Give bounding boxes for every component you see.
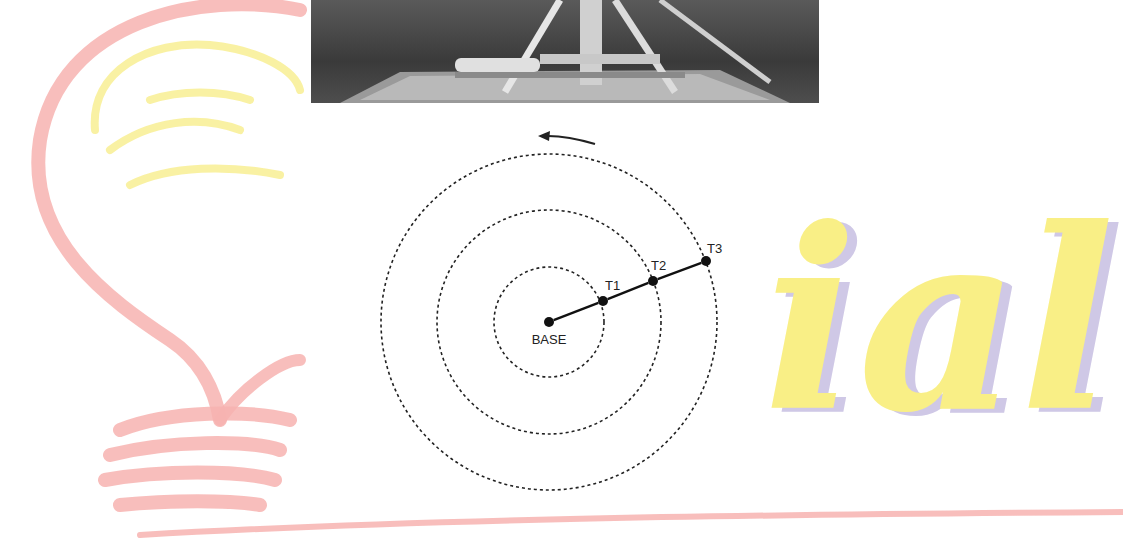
tower-dot: T1 [598, 296, 608, 306]
tower-label: T1 [605, 278, 620, 293]
tower-dot: T2 [648, 276, 658, 286]
rotation-arrow [538, 131, 595, 144]
pivot-span [554, 303, 599, 320]
watermark-text: ial [763, 195, 1115, 445]
tower-dot: BASE [544, 317, 554, 327]
tower-label: BASE [532, 332, 567, 347]
pivot-photo [311, 0, 819, 103]
path-circles [381, 154, 717, 490]
tower-dot: T3 [701, 256, 711, 266]
tower-label: T2 [651, 258, 666, 273]
tower-label: T3 [707, 241, 722, 256]
